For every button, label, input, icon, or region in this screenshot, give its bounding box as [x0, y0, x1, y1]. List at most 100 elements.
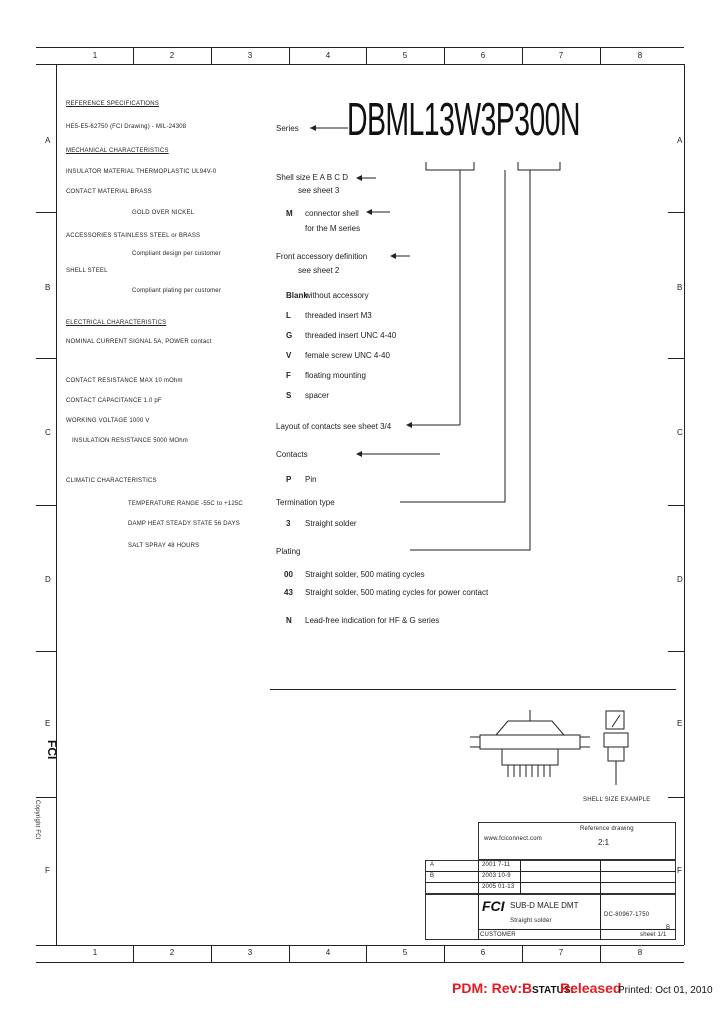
row-label-a: A	[45, 136, 51, 145]
plating-label: Plating	[276, 547, 301, 556]
row-label-right-f: F	[677, 866, 682, 875]
accessories-spec-2: Compliant design per customer	[132, 251, 221, 257]
col-label-4: 4	[325, 51, 331, 60]
row-label-right-c: C	[677, 428, 683, 437]
col-label-bottom-4: 4	[325, 948, 331, 957]
option-p-code: P	[286, 475, 292, 484]
customer-field: CUSTOMER	[480, 932, 516, 938]
view-caption: SHELL SIZE EXAMPLE	[583, 797, 651, 803]
voltage-spec: WORKING VOLTAGE 1000 V	[66, 418, 150, 424]
rev-a: A	[430, 862, 435, 868]
elec-title: ELECTRICAL CHARACTERISTICS	[66, 320, 167, 326]
option-m-desc-2: for the M series	[305, 224, 361, 233]
part-number: DC-80967-1750	[604, 912, 650, 918]
date-3: 2005 01-13	[482, 884, 515, 890]
shell-spec-2: Compliant plating per customer	[132, 288, 222, 294]
connector-drawing	[470, 710, 629, 785]
row-label-b: B	[45, 283, 51, 292]
printed-date: Printed: Oct 01, 2010	[618, 985, 713, 996]
row-label-right-a: A	[677, 136, 683, 145]
current-spec: NOMINAL CURRENT SIGNAL 5A, POWER contact	[66, 339, 212, 345]
option-g-desc: threaded insert UNC 4-40	[305, 331, 397, 340]
option-n-desc: Lead-free indication for HF & G series	[305, 616, 440, 625]
contact-resistance-spec: CONTACT RESISTANCE MAX 10 mOhm	[66, 378, 183, 384]
option-g-code: G	[286, 331, 293, 340]
product-title: SUB-D MALE DMT	[510, 901, 579, 910]
col-label-1: 1	[92, 51, 98, 60]
series-label: Series	[276, 124, 299, 133]
contact-finish-spec: GOLD OVER NICKEL	[132, 210, 195, 216]
shell-size-ref: see sheet 3	[298, 186, 340, 195]
insulator-spec: INSULATOR MATERIAL THERMOPLASTIC UL94V-0	[66, 169, 217, 175]
option-blank-code: Blank	[286, 291, 308, 300]
product-desc: Straight solder	[510, 918, 552, 924]
option-n-code: N	[286, 616, 292, 625]
row-label-right-e: E	[677, 719, 683, 728]
col-label-8: 8	[637, 51, 643, 60]
insulation-spec: INSULATION RESISTANCE 5000 MOhm	[72, 438, 189, 444]
col-label-3: 3	[247, 51, 253, 60]
status-value: Released	[560, 980, 622, 996]
option-f-desc: floating mounting	[305, 371, 366, 380]
option-l-desc: threaded insert M3	[305, 311, 372, 320]
part-code: DBML13W3P300N	[347, 93, 581, 145]
ref-spec-title: REFERENCE SPECIFICATIONS	[66, 101, 160, 107]
option-l-code: L	[286, 311, 291, 320]
row-label-c: C	[45, 428, 51, 437]
row-label-f: F	[45, 866, 50, 875]
col-label-bottom-2: 2	[169, 948, 175, 957]
shell-size-label: Shell size E A B C D	[276, 173, 349, 182]
temp-spec: TEMPERATURE RANGE -55C to +125C	[128, 501, 243, 507]
front-accessory-label: Front accessory definition	[276, 252, 368, 261]
col-label-2: 2	[169, 51, 175, 60]
front-accessory-ref: see sheet 2	[298, 266, 340, 275]
fci-logo-icon: FCI	[45, 740, 59, 759]
scale: 2:1	[598, 838, 610, 847]
row-label-d: D	[45, 575, 51, 584]
row-label-e: E	[45, 719, 51, 728]
svg-text:FCI: FCI	[45, 740, 59, 759]
rev-b: B	[430, 873, 435, 879]
option-00-code: 00	[284, 570, 293, 579]
revision: B	[666, 925, 671, 931]
option-m-desc: connector shell	[305, 209, 359, 218]
option-43-desc: Straight solder, 500 mating cycles for p…	[305, 588, 489, 597]
option-s-desc: spacer	[305, 391, 330, 400]
option-p-desc: Pin	[305, 475, 317, 484]
col-label-bottom-8: 8	[637, 948, 643, 957]
option-v-desc: female screw UNC 4-40	[305, 351, 390, 360]
ref-drawing: Reference drawing	[580, 826, 634, 832]
option-43-code: 43	[284, 588, 293, 597]
date-2: 2003 10-9	[482, 873, 511, 879]
pdm-rev: PDM: Rev:B	[452, 980, 533, 996]
option-m-code: M	[286, 209, 293, 218]
mech-title: MECHANICAL CHARACTERISTICS	[66, 148, 169, 154]
contacts-label: Contacts	[276, 450, 308, 459]
climatic-title: CLIMATIC CHARACTERISTICS	[66, 478, 157, 484]
website: www.fciconnect.com	[484, 836, 542, 842]
sheet-number: sheet 1/1	[640, 932, 667, 938]
damp-spec: DAMP HEAT STEADY STATE 56 DAYS	[128, 521, 240, 527]
col-label-bottom-7: 7	[558, 948, 564, 957]
col-label-5: 5	[402, 51, 408, 60]
date-1: 2001 7-11	[482, 862, 511, 868]
option-s-code: S	[286, 391, 292, 400]
col-label-bottom-1: 1	[92, 948, 98, 957]
option-blank-desc: without accessory	[305, 291, 369, 300]
col-label-bottom-6: 6	[480, 948, 486, 957]
leader-lines	[356, 162, 561, 551]
option-3-desc: Straight solder	[305, 519, 357, 528]
option-f-code: F	[286, 371, 291, 380]
layout-label: Layout of contacts see sheet 3/4	[276, 422, 392, 431]
salt-spec: SALT SPRAY 48 HOURS	[128, 543, 200, 549]
row-label-right-b: B	[677, 283, 683, 292]
series-arrow-icon	[310, 125, 348, 131]
status-label: STATUS:	[532, 985, 574, 996]
ref-spec-line: HE5-E5-62750 (FCI Drawing) - MIL-24308	[66, 124, 187, 130]
contact-material-spec: CONTACT MATERIAL BRASS	[66, 189, 152, 195]
col-label-bottom-3: 3	[247, 948, 253, 957]
col-label-7: 7	[558, 51, 564, 60]
fci-title-logo: FCI	[482, 898, 505, 914]
termination-label: Termination type	[276, 498, 335, 507]
option-3-code: 3	[286, 519, 291, 528]
